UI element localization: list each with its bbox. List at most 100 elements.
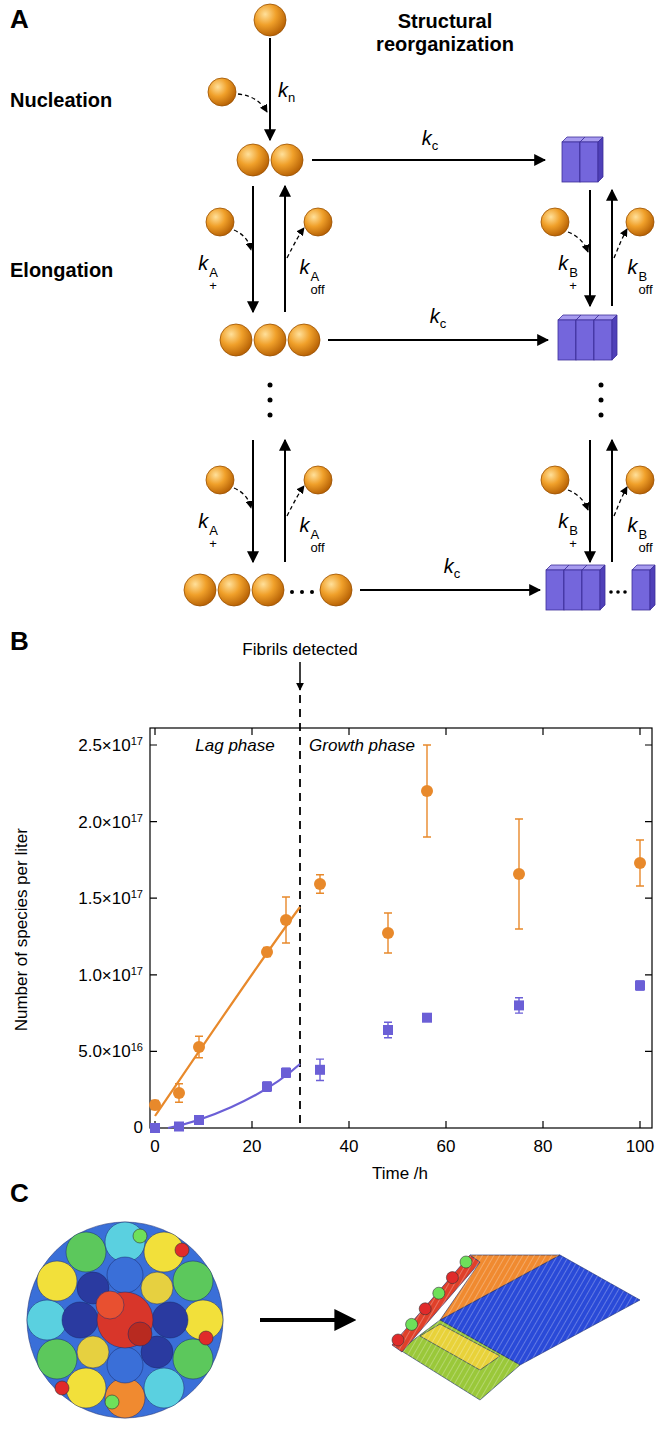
fibril-residue-markers (433, 1287, 445, 1299)
orange-data-points (261, 946, 273, 958)
text-part: off (638, 283, 652, 296)
reaction-arrows (252, 186, 254, 312)
rate-constant: kc (444, 555, 461, 581)
residue-markers (105, 1395, 119, 1409)
text-part: +A (209, 524, 218, 550)
chain-dots (300, 590, 304, 594)
reaction-arrows (312, 159, 545, 161)
residue-markers (199, 1331, 213, 1345)
phase-label: Lag phase (195, 736, 274, 756)
blue-error-bars (384, 1022, 392, 1037)
tick-label: 80 (534, 1137, 553, 1157)
text-part: offB (638, 528, 652, 554)
oligomer-structure (37, 1261, 77, 1301)
text-part: k (198, 252, 208, 274)
rate-constant: kc (430, 305, 447, 331)
text-part: B (638, 270, 652, 283)
monomer-spheres (288, 324, 320, 356)
fibril-structure (392, 1255, 640, 1400)
oligomer-structure (97, 1292, 153, 1348)
reaction-arrows (589, 440, 591, 562)
orange-data-points (149, 785, 646, 1111)
text-part: off (310, 541, 324, 554)
tick-label: 0 (134, 1118, 143, 1138)
blue-data-points (635, 981, 645, 991)
chain-dots (623, 590, 627, 594)
blue-error-bars (263, 981, 644, 1091)
fibril-cubes (582, 565, 605, 610)
tick-label: 2.5×1017 (78, 735, 143, 756)
plot-frame (150, 728, 652, 1128)
fibril-cubes (594, 315, 617, 360)
annotation: Fibrils detected (242, 640, 357, 660)
blue-error-bars (636, 981, 644, 990)
chain-dots (599, 413, 604, 418)
fibril-residue-markers (392, 1334, 404, 1346)
oligomer-structure (128, 1322, 152, 1346)
rate-constant: koffA (299, 256, 324, 296)
text-part: k (430, 305, 440, 327)
chain-dots (616, 590, 620, 594)
rate-constant: koffA (299, 514, 324, 554)
blue-data-points (150, 1123, 160, 1133)
rate-constant: kc (422, 127, 439, 153)
orange-data-points (421, 785, 433, 797)
rate-constant: k+B (558, 252, 578, 292)
residue-markers (55, 1229, 213, 1409)
conversion-arrow (260, 1320, 352, 1321)
text-part: A (310, 270, 324, 283)
orange-data-points (634, 857, 646, 869)
blue-error-bars (263, 1082, 271, 1091)
monomer-spheres (208, 78, 236, 106)
chain-dots (599, 398, 604, 403)
reaction-arrows (328, 339, 548, 341)
panel-letter: C (10, 1179, 29, 1209)
text-part: k (627, 514, 637, 536)
text-part: 17 (131, 812, 143, 824)
orange-data-points (173, 1087, 185, 1099)
orange-data-points (193, 1041, 205, 1053)
panel-letter: A (10, 5, 29, 35)
blue-data-points (150, 981, 645, 1134)
text-part: +B (569, 266, 578, 292)
tick-label: 100 (626, 1137, 654, 1157)
monomer-arrows (614, 229, 627, 258)
oligomer-structure (27, 1222, 223, 1418)
text-part: +B (569, 524, 578, 550)
reaction-arrows (611, 190, 613, 306)
reaction-arrows (360, 589, 540, 591)
chain-dots (599, 383, 604, 388)
text-part: k (558, 510, 568, 532)
monomer-spheres (184, 4, 654, 606)
orange-error-bars (151, 745, 644, 1110)
text-part: + (569, 279, 578, 292)
monomer-spheres (252, 574, 284, 606)
monomer-spheres (541, 208, 569, 236)
monomer-arrows (234, 230, 251, 250)
reaction-arrows (253, 38, 612, 590)
tick-label: 20 (243, 1137, 262, 1157)
text-part: 16 (131, 1041, 143, 1053)
stage-label: Nucleation (10, 89, 112, 112)
stage-label: Elongation (10, 259, 113, 282)
monomer-arrows (234, 94, 627, 516)
orange-data-points (149, 1099, 161, 1111)
chain-dots (310, 590, 314, 594)
reaction-arrows (269, 38, 271, 140)
oligomer-structure (144, 1368, 184, 1408)
blue-data-points (315, 1065, 325, 1075)
fibril-detection-marker (299, 662, 301, 690)
monomer-arrows (287, 228, 304, 258)
text-part: A (310, 528, 324, 541)
oligomer-structure (107, 1257, 143, 1293)
oligomer-structure (37, 1339, 77, 1379)
oligomer-structure (173, 1261, 213, 1301)
text-part: c (454, 565, 461, 580)
chain-dots (268, 383, 627, 595)
chain-dots (268, 383, 273, 388)
tick-label: 1.0×1017 (78, 965, 143, 986)
text-part: + (569, 537, 578, 550)
residue-markers (55, 1381, 69, 1395)
text-part: B (569, 524, 578, 537)
